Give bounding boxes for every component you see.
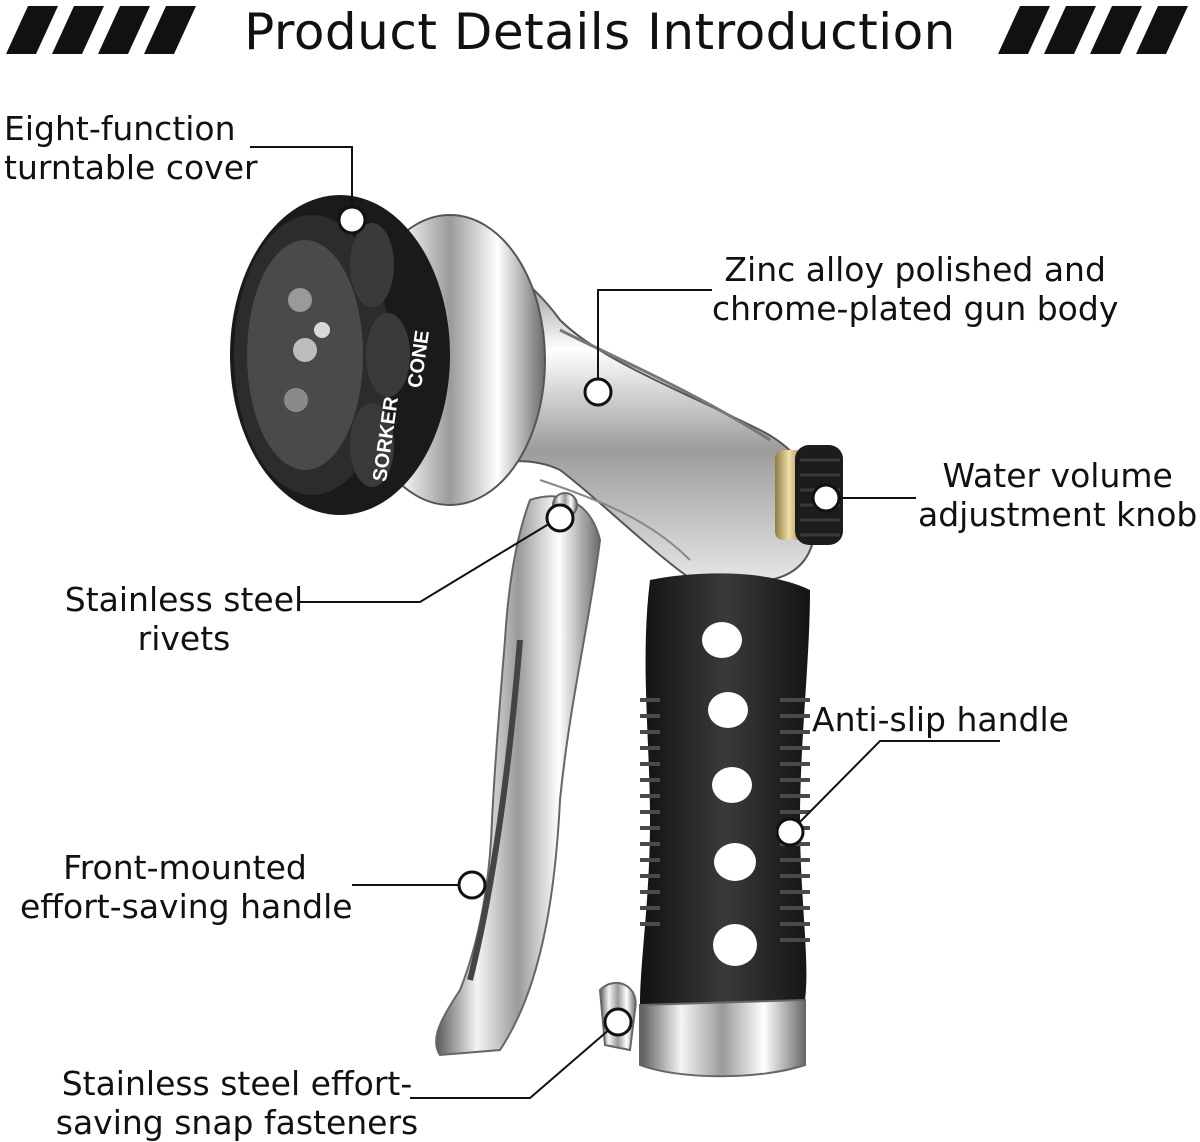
marker-knob xyxy=(811,483,841,513)
callout-rivets-line-1: Stainless steel xyxy=(64,580,304,619)
callout-front-line-1: Front-mounted xyxy=(63,848,307,887)
leader-body xyxy=(597,289,712,390)
stripes-right-decoration xyxy=(998,6,1188,54)
marker-turntable xyxy=(337,205,367,235)
callout-body-line-1: Zinc alloy polished and xyxy=(724,250,1106,289)
callout-knob-line-1: Water volume xyxy=(942,456,1173,495)
callout-turntable-cover: Eight-function turntable cover xyxy=(4,109,258,187)
callout-snap-line-2: saving snap fasteners xyxy=(55,1103,419,1142)
callout-grip-line-1: Anti-slip handle xyxy=(812,700,1069,739)
page-title: Product Details Introduction xyxy=(244,3,956,61)
marker-snap xyxy=(603,1007,633,1037)
turntable-cover: CONE SORKER xyxy=(230,195,450,515)
anti-slip-handle xyxy=(639,573,810,1078)
marker-body xyxy=(583,377,613,407)
marker-rivets xyxy=(545,503,575,533)
marker-front xyxy=(457,870,487,900)
leader-turntable xyxy=(250,146,353,220)
callout-front-handle: Front-mounted effort-saving handle xyxy=(20,848,353,926)
callout-body-line-2: chrome-plated gun body xyxy=(712,289,1119,328)
callout-markers xyxy=(337,205,841,1037)
leader-rivets xyxy=(300,515,563,603)
callout-turntable-line-1: Eight-function xyxy=(4,109,236,148)
leader-lines xyxy=(250,146,1000,1099)
leader-grip xyxy=(789,740,1000,833)
callout-anti-slip-handle: Anti-slip handle xyxy=(812,700,1069,739)
callout-knob-line-2: adjustment knob xyxy=(918,495,1198,534)
callout-turntable-line-2: turntable cover xyxy=(4,148,258,187)
header: Product Details Introduction xyxy=(0,0,1200,66)
trigger-lever xyxy=(435,495,602,1057)
marker-grip xyxy=(775,817,805,847)
callout-rivets: Stainless steel rivets xyxy=(54,580,314,658)
callout-gun-body: Zinc alloy polished and chrome-plated gu… xyxy=(712,250,1118,328)
callout-adjustment-knob: Water volume adjustment knob xyxy=(918,456,1197,534)
leader-snap xyxy=(410,1021,619,1099)
callout-snap-fasteners: Stainless steel effort- saving snap fast… xyxy=(52,1064,422,1142)
stripes-left-decoration xyxy=(6,6,196,54)
callout-front-line-2: effort-saving handle xyxy=(20,887,353,926)
callout-rivets-line-2: rivets xyxy=(137,619,231,658)
callout-snap-line-1: Stainless steel effort- xyxy=(61,1064,413,1103)
